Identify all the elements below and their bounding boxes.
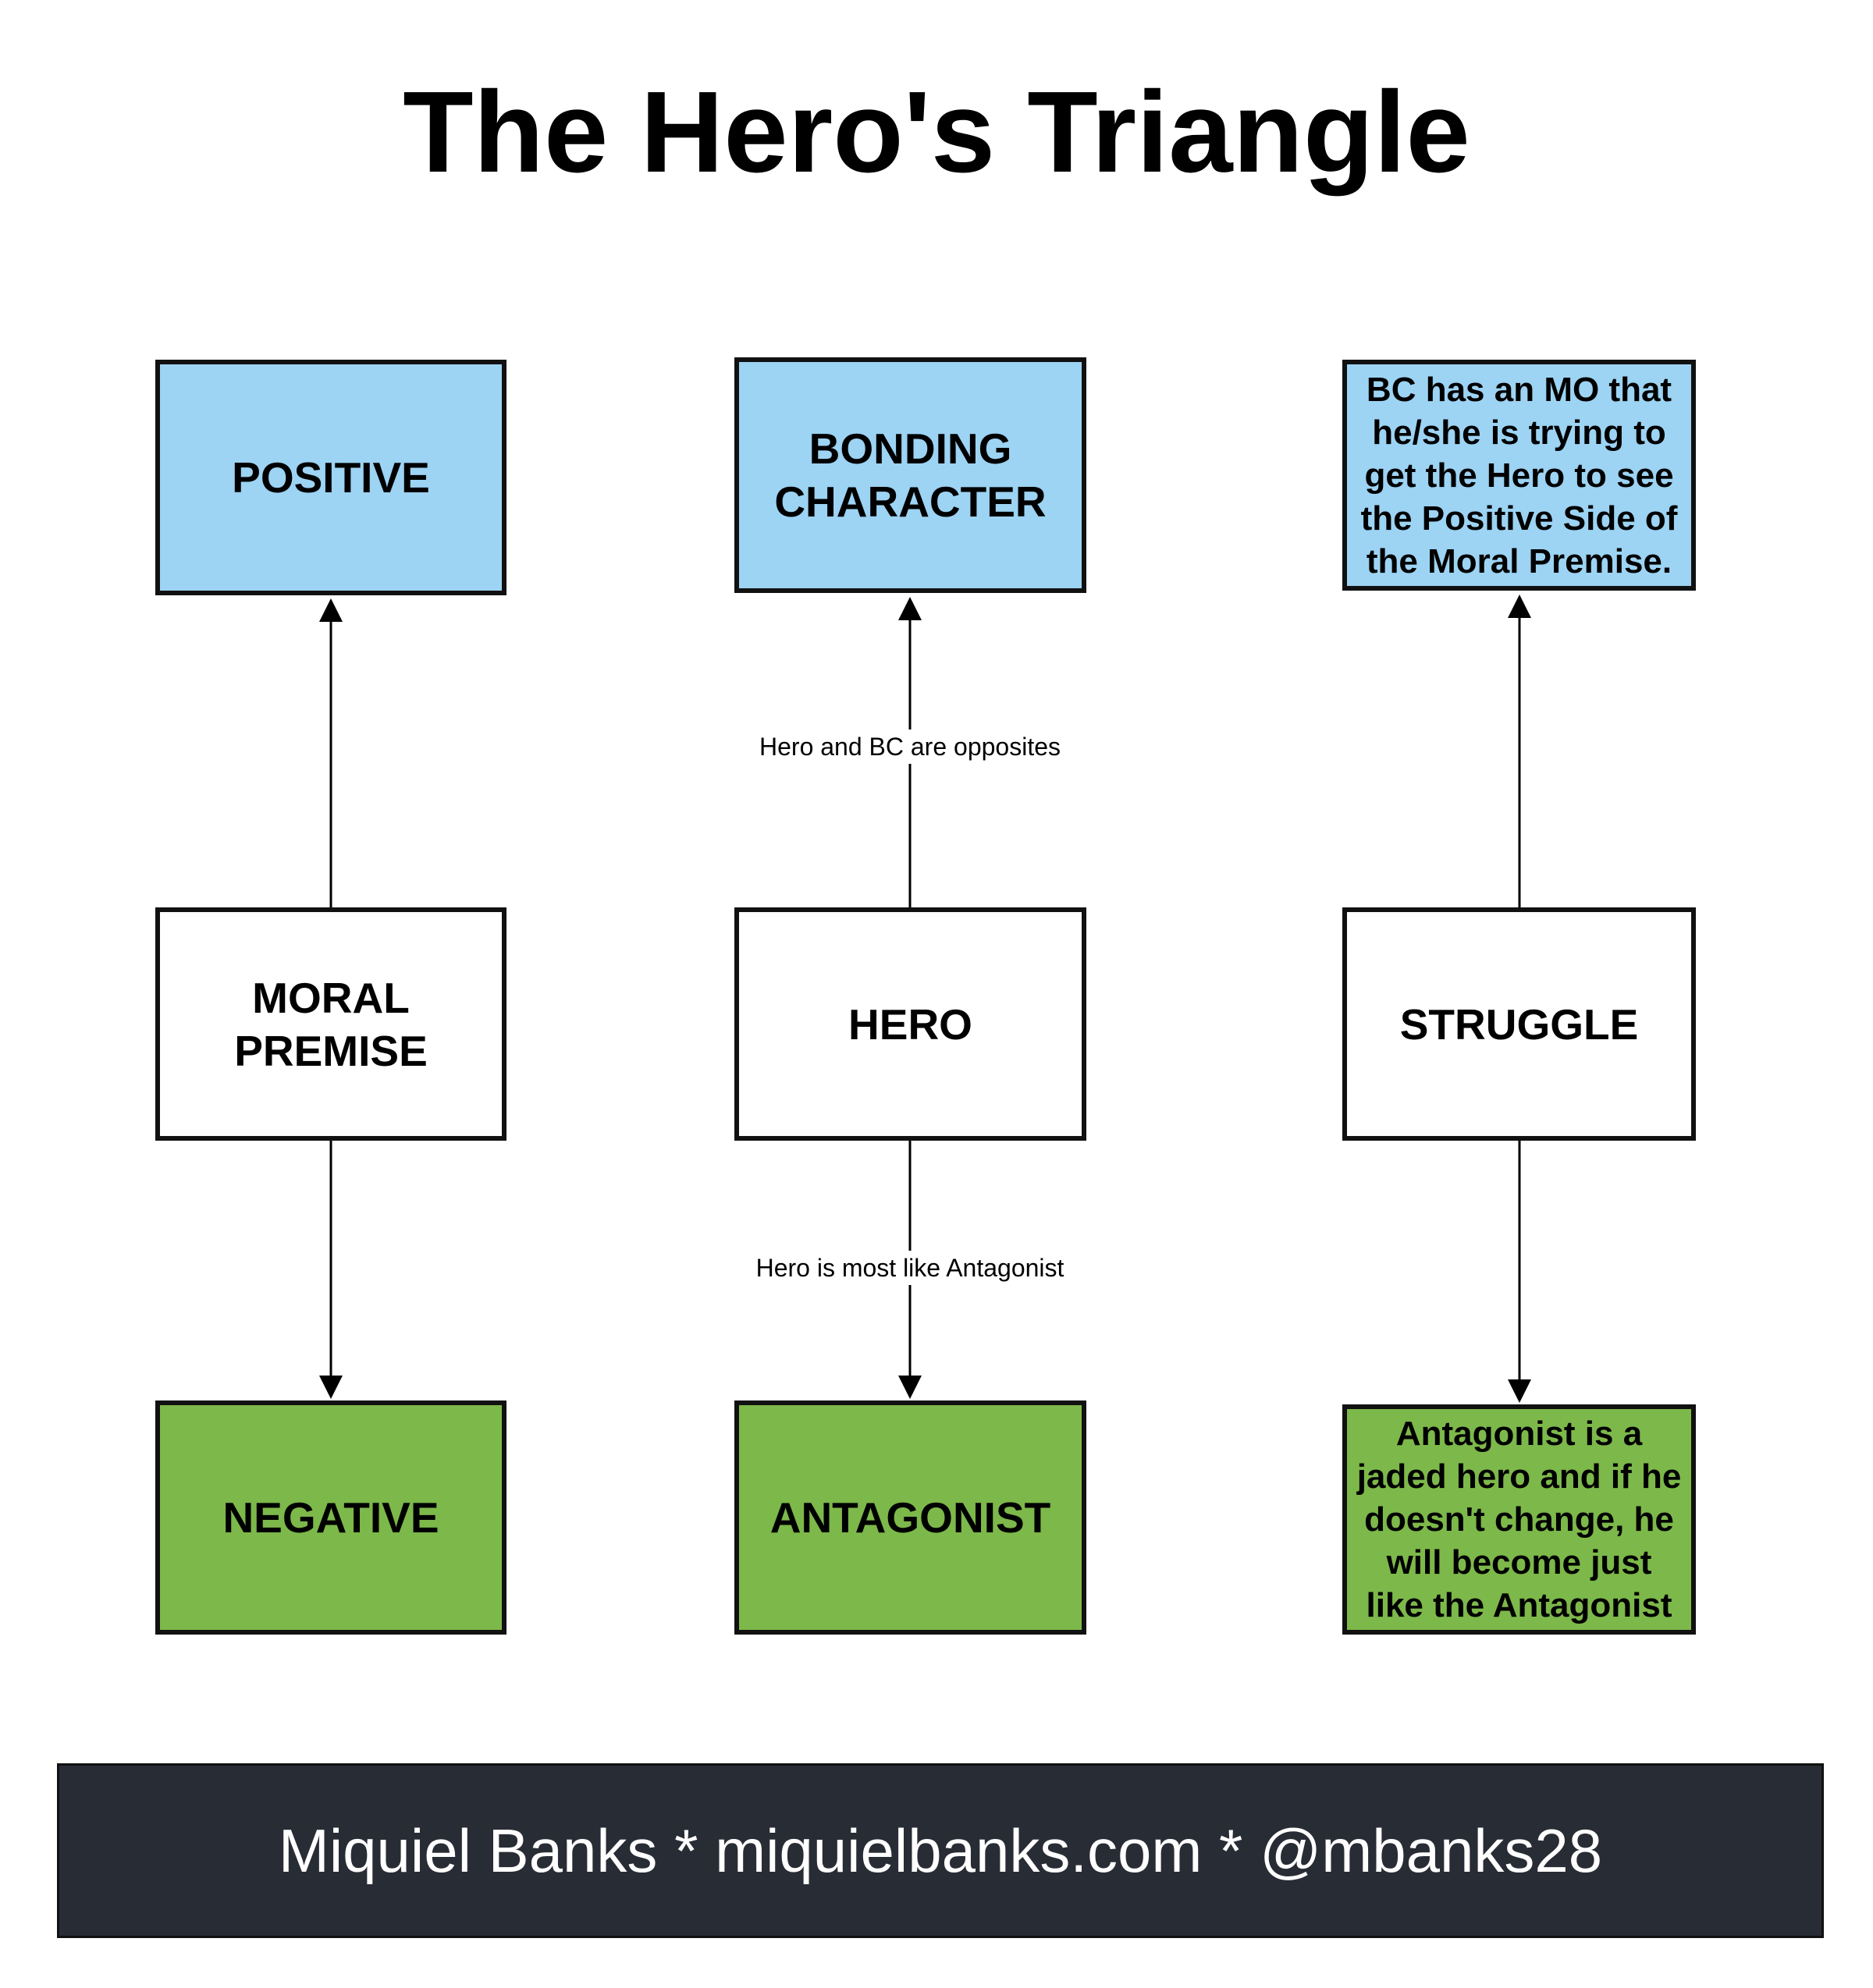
hero-box: HERO xyxy=(734,907,1086,1141)
edge-label-hero-bc: Hero and BC are opposites xyxy=(755,730,1065,764)
edge-label-hero-antagonist: Hero is most like Antagonist xyxy=(751,1251,1069,1285)
bonding-character-box: BONDING CHARACTER xyxy=(734,357,1086,593)
jaded-hero-box: Antagonist is a jaded hero and if he doe… xyxy=(1342,1404,1696,1635)
diagram-title: The Hero's Triangle xyxy=(403,68,1470,197)
negative-box: NEGATIVE xyxy=(155,1400,506,1635)
positive-box: POSITIVE xyxy=(155,360,506,595)
antagonist-box: ANTAGONIST xyxy=(734,1400,1086,1635)
bc-mo-box: BC has an MO that he/she is trying to ge… xyxy=(1342,360,1696,591)
moral-premise-box: MORAL PREMISE xyxy=(155,907,506,1141)
footer-credit-text: Miquiel Banks * miquielbanks.com * @mban… xyxy=(278,1816,1603,1885)
footer-banner: Miquiel Banks * miquielbanks.com * @mban… xyxy=(57,1763,1824,1938)
struggle-box: STRUGGLE xyxy=(1342,907,1696,1141)
